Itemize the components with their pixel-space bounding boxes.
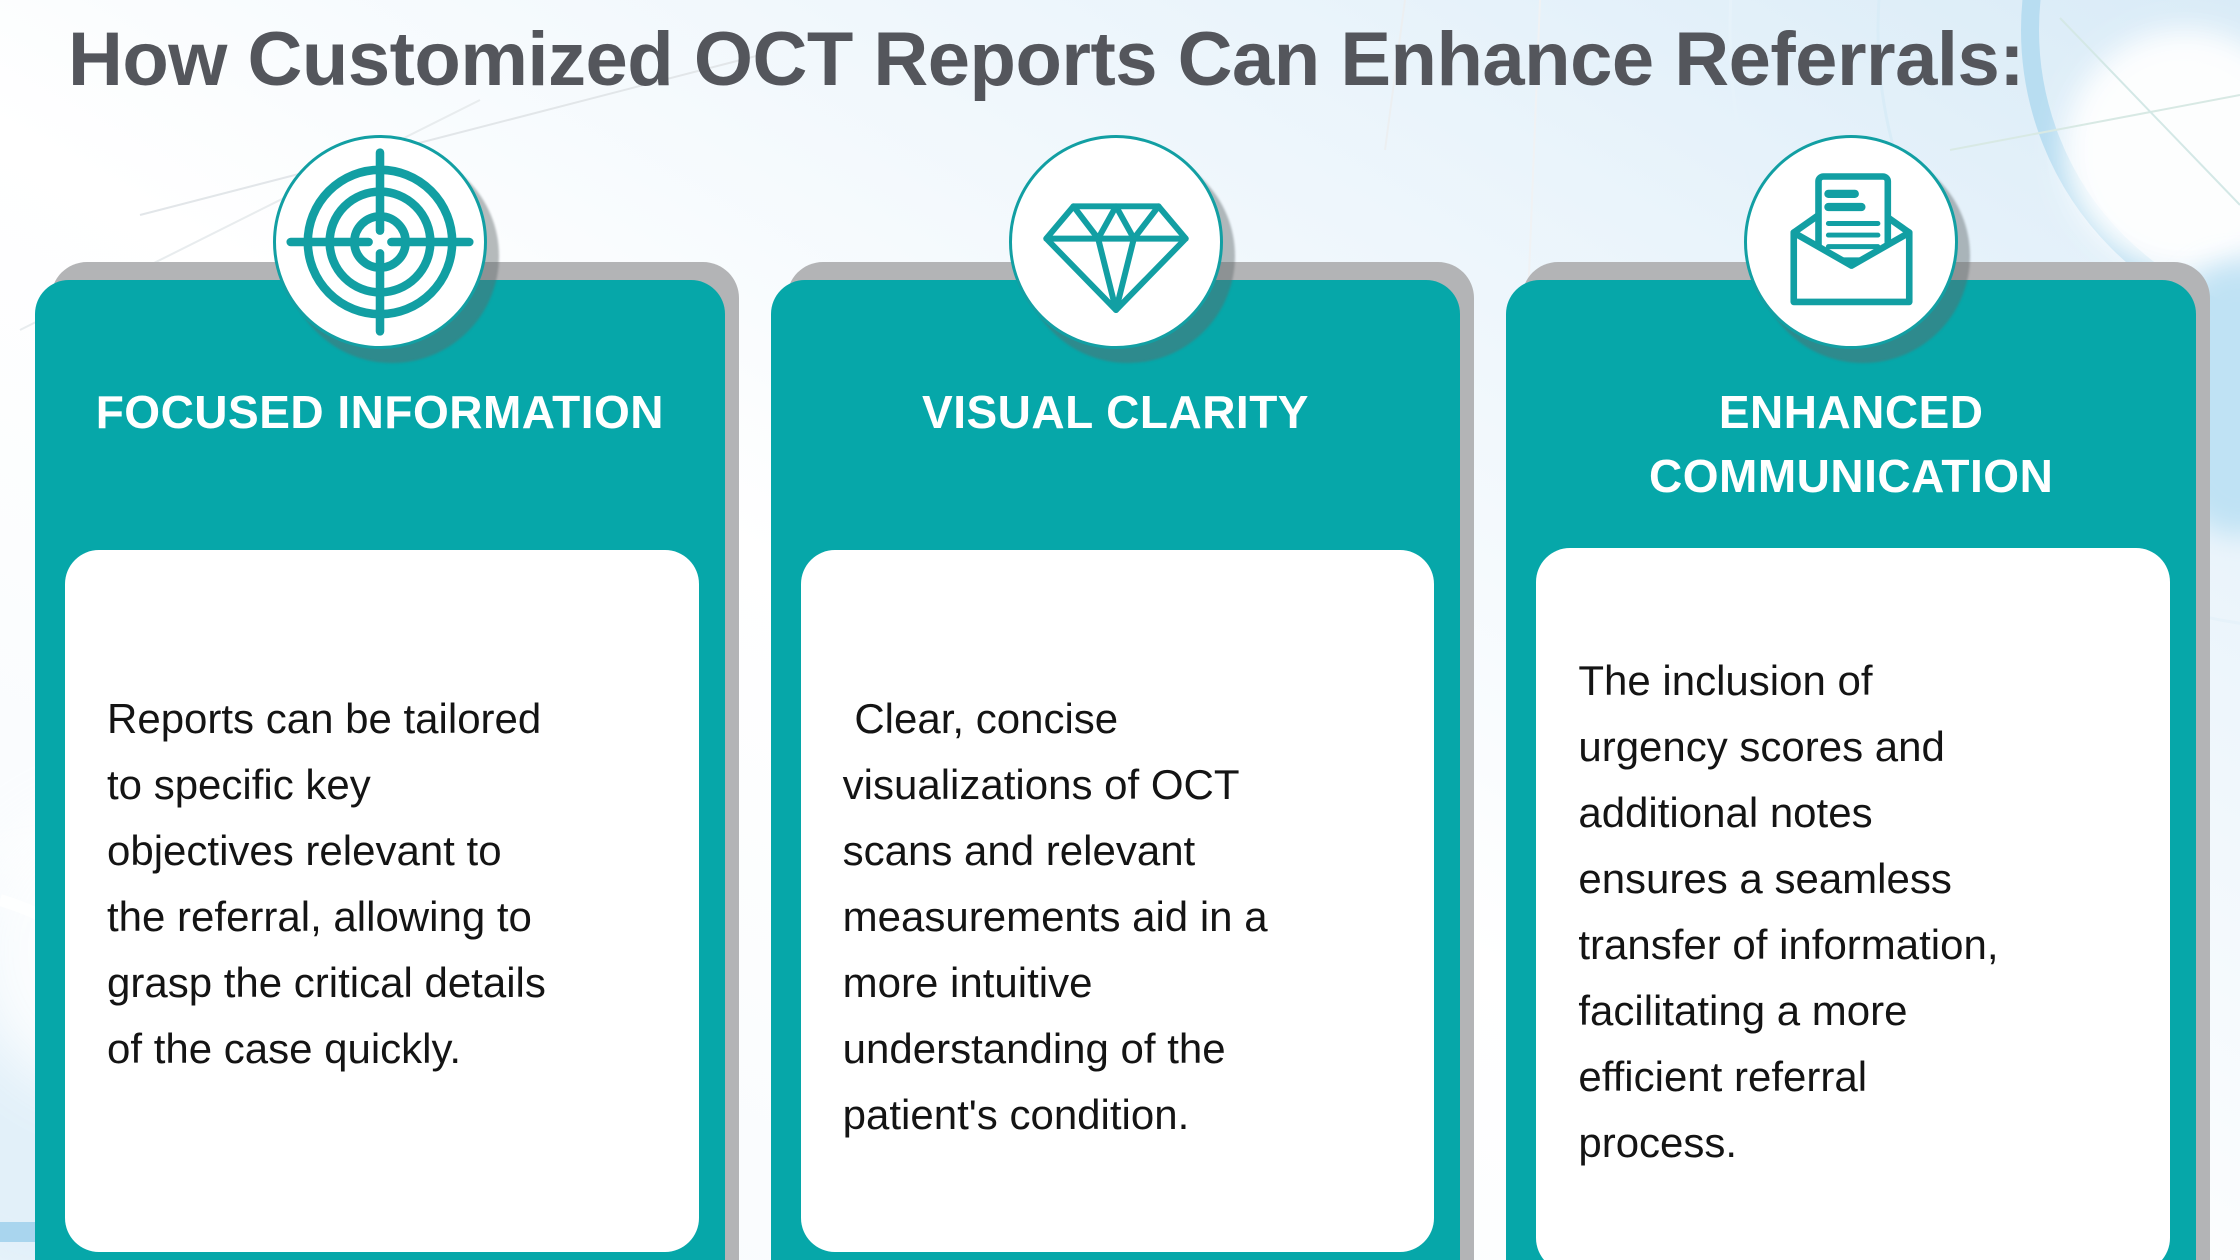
- card-panel: Reports can be tailored to specific key …: [65, 550, 699, 1252]
- page-title: How Customized OCT Reports Can Enhance R…: [68, 17, 2025, 102]
- card-heading: FOCUSED INFORMATION: [95, 386, 664, 438]
- card-focused-information: FOCUSED INFORMATION Reports can be tailo…: [35, 135, 739, 1260]
- card-body-text: Reports can be tailored to specific key …: [107, 695, 546, 1072]
- icon-circle: [272, 135, 487, 349]
- cards-row: FOCUSED INFORMATION Reports can be tailo…: [35, 135, 2211, 1260]
- card-heading: VISUAL CLARITY: [922, 386, 1309, 438]
- target-icon: [286, 148, 474, 336]
- icon-circle: [1744, 135, 1959, 349]
- card-panel: Clear, concise visualizations of OCT sca…: [800, 550, 1435, 1252]
- card-panel: The inclusion of urgency scores and addi…: [1536, 548, 2171, 1260]
- card-visual-clarity: VISUAL CLARITY Clear, concise visualizat…: [770, 135, 1475, 1260]
- icon-circle: [1008, 135, 1223, 349]
- card-enhanced-communication: ENHANCED COMMUNICATION The inclusion of …: [1506, 135, 2211, 1260]
- card-body-text: Clear, concise visualizations of OCT sca…: [842, 695, 1268, 1138]
- card-body-text: The inclusion of urgency scores and addi…: [1578, 657, 1999, 1166]
- diamond-icon: [1042, 203, 1189, 313]
- envelope-letter-icon: [1790, 172, 1913, 305]
- card-heading: ENHANCED COMMUNICATION: [1649, 386, 2054, 502]
